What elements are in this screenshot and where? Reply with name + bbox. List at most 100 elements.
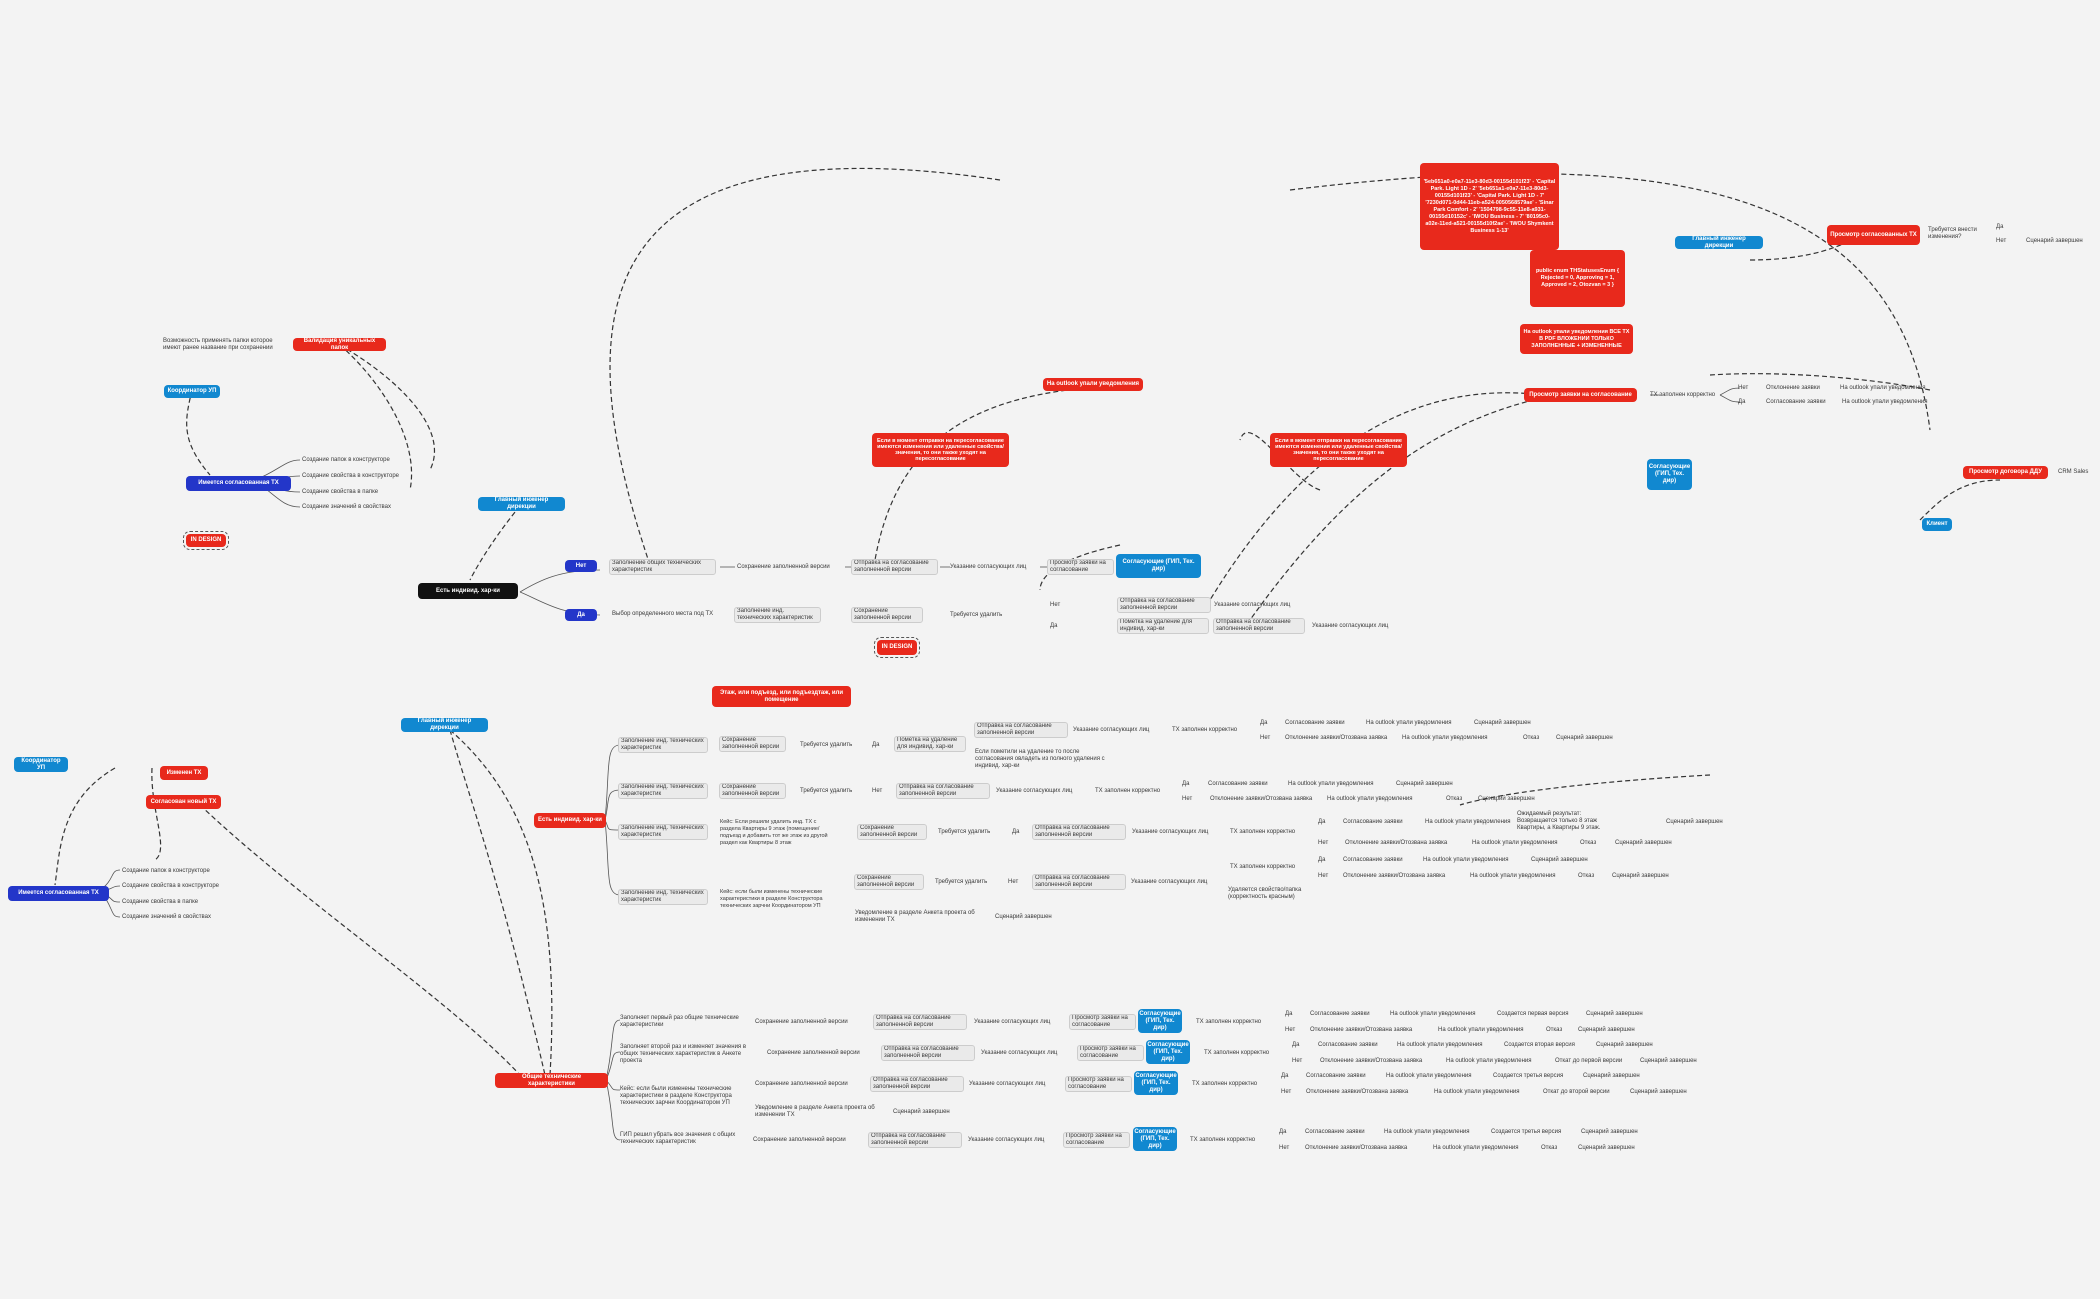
text-scen-zav-2: Сценарий завершен	[1474, 720, 1531, 726]
node-in-design-1[interactable]: IN DESIGN	[183, 531, 229, 550]
node-soglasuyushie-1[interactable]: Согласующие (ГИП, Тех. дир)	[1116, 554, 1201, 578]
node-prosmotr-ddu[interactable]: Просмотр договора ДДУ	[1963, 466, 2048, 479]
node-glavniy-2[interactable]: Главный инженер дирекции	[1675, 236, 1763, 249]
node-outlook-2[interactable]: На outlook упали уведомления ВСЕ ТХ В PD…	[1520, 324, 1633, 354]
node-etazh[interactable]: Этаж, или подъезд, или подъездтаж, или п…	[712, 686, 851, 707]
node-ids[interactable]: '5eb651a0-e0a7-11e3-80d3-00155d101f23' -…	[1420, 163, 1559, 250]
text-otkl-otz-2: Отклонение заявки/Отозвана заявка	[1210, 796, 1313, 802]
node-imeetsa-tx-2[interactable]: Имеется согласованная ТХ	[8, 886, 109, 901]
text-da-2: Да	[1738, 399, 1746, 405]
text-soglasovanie-9: Согласование заявки	[1305, 1129, 1365, 1135]
text-scen-zav-11: Сценарий завершен	[1586, 1011, 1643, 1017]
text-da-10: Да	[1285, 1011, 1293, 1017]
text-da-5: Да	[1260, 720, 1268, 726]
node-est-indiv[interactable]: Есть индивид. хар-ки	[418, 583, 518, 599]
node-soglasuyushie-6[interactable]: Согласующие (ГИП, Тех. дир)	[1133, 1127, 1177, 1151]
text-otkl-otz-8: Отклонение заявки/Отозвана заявка	[1305, 1145, 1408, 1151]
node-obshie[interactable]: Общие технические характеристики	[495, 1073, 608, 1088]
text-keis-reshili: Кейс: Если решили удалить инд. ТХ с разд…	[720, 819, 828, 846]
node-soglasovan[interactable]: Согласован новый ТХ	[146, 795, 221, 809]
text-na-outlook-14: На outlook упали уведомления	[1446, 1058, 1532, 1064]
text-sohr-zapoln: Сохранение заполненной версии	[737, 564, 830, 570]
node-prosmotr-red[interactable]: Просмотр заявки на согласование	[1524, 388, 1637, 402]
text-pometka-2: Пометка на удаление для индивид. хар-ки	[894, 736, 966, 752]
node-koordinator-2[interactable]: Координатор УП	[14, 757, 68, 772]
text-otkl-otz-5: Отклонение заявки/Отозвана заявка	[1310, 1027, 1413, 1033]
text-na-outlook-17: На outlook упали уведомления	[1384, 1129, 1470, 1135]
text-prosmotr-3: Просмотр заявки на согласование	[1065, 1076, 1132, 1092]
node-validacia[interactable]: Валидация уникальных папок	[293, 338, 386, 351]
node-imeetsa-tx[interactable]: Имеется согласованная ТХ	[186, 476, 291, 491]
text-da-12: Да	[1281, 1073, 1289, 1079]
text-da-3: Да	[1996, 224, 2004, 230]
text-net-8: Нет	[1318, 840, 1329, 846]
text-otkl-otz-7: Отклонение заявки/Отозвана заявка	[1306, 1089, 1409, 1095]
text-tx-zapoln-2: ТХ заполнен корректно	[1172, 727, 1238, 733]
text-ozhidaemiy: Ожидаемый результат: Возвращается только…	[1517, 811, 1601, 831]
text-soz-papok: Создание папок в конструкторе	[302, 457, 390, 463]
node-enum[interactable]: public enum THStatusesEnum { Rejected = …	[1530, 250, 1625, 307]
text-na-outlook-18: На outlook упали уведомления	[1433, 1145, 1519, 1151]
text-sohranenie-5: Сохранение заполненной версии	[854, 874, 924, 890]
text-net-12: Нет	[1292, 1058, 1303, 1064]
text-na-outlook-12: На outlook упали уведомления	[1438, 1027, 1524, 1033]
node-soglasuyushie-2[interactable]: Согласующие (ГИП, Тех. дир)	[1647, 459, 1692, 490]
text-zapoln-perv: Заполняет первый раз общие технические х…	[620, 1015, 739, 1028]
node-soglasuyushie-5[interactable]: Согласующие (ГИП, Тех. дир)	[1134, 1071, 1178, 1095]
text-ukazanie-10: Указание согласующих лиц	[969, 1081, 1046, 1087]
node-est-indiv-2[interactable]: Есть индивид. хар-ки	[534, 813, 606, 828]
text-soz-svoistv-2: Создание свойства в конструкторе	[122, 883, 220, 889]
node-koordinator[interactable]: Координатор УП	[164, 385, 220, 398]
node-prosmotr-sogl[interactable]: Просмотр согласованных ТХ	[1827, 225, 1920, 245]
node-izmenen[interactable]: Изменен ТХ	[160, 766, 208, 780]
text-scen-zav-6: Сценарий завершен	[1666, 819, 1723, 825]
node-net[interactable]: Нет	[565, 560, 597, 572]
text-ukazanie-6: Указание согласующих лиц	[1132, 829, 1209, 835]
text-otpravka-11: Отправка на согласование заполненной вер…	[868, 1132, 962, 1148]
node-soglasuyushie-4[interactable]: Согласующие (ГИП, Тех. дир)	[1146, 1040, 1190, 1064]
text-net-10: Нет	[1318, 873, 1329, 879]
text-soglasovanie-5: Согласование заявки	[1343, 857, 1403, 863]
text-net-11: Нет	[1285, 1027, 1296, 1033]
text-uvedomlenie-2: Уведомление в разделе Анкета проекта об …	[755, 1105, 875, 1118]
text-otkaz-2: Отказ	[1446, 796, 1463, 802]
text-na-outlook-10: На outlook упали уведомления	[1470, 873, 1556, 879]
text-na-outlook-16: На outlook упали уведомления	[1434, 1089, 1520, 1095]
text-prosmotr-1: Просмотр заявки на согласование	[1069, 1014, 1136, 1030]
text-scen-zav-10: Сценарий завершен	[995, 914, 1052, 920]
text-na-outlook-1: На outlook упали уведомления	[1840, 385, 1926, 391]
text-net-3: Нет	[1996, 238, 2007, 244]
text-otkat-vtor: Откат до второй версии	[1543, 1089, 1610, 1095]
text-udalyaetsa: Удаляется свойство/папка (корректность к…	[1228, 887, 1302, 900]
text-sohranenie-2: Сохранение заполненной версии	[719, 736, 786, 752]
text-da-6: Да	[1182, 781, 1190, 787]
node-in-design-2[interactable]: IN DESIGN	[874, 637, 920, 658]
node-klient[interactable]: Клиент	[1922, 518, 1952, 531]
node-soglasuyushie-3[interactable]: Согласующие (ГИП, Тех. дир)	[1138, 1009, 1182, 1033]
node-esli-moment-2[interactable]: Если в момент отправки на пересогласован…	[1270, 433, 1407, 467]
text-uvedomlenie-1: Уведомление в разделе Анкета проекта об …	[855, 910, 975, 923]
text-scen-zav-17: Сценарий завершен	[893, 1109, 950, 1115]
text-vybor: Выбор определенного места под ТХ	[612, 611, 714, 617]
node-outlook-1[interactable]: На outlook упали уведомления	[1043, 378, 1143, 391]
text-net-1: Нет	[1050, 602, 1061, 608]
text-na-outlook-7: На outlook упали уведомления	[1425, 819, 1511, 825]
node-glavniy-1[interactable]: Главный инженер дирекции	[478, 497, 565, 511]
text-ukazanie-3: Указание согласующих лиц	[1312, 623, 1389, 629]
node-da[interactable]: Да	[565, 609, 597, 621]
node-glavniy-3[interactable]: Главный инженер дирекции	[401, 718, 488, 732]
text-scen-zav-1: Сценарий завершен	[2026, 238, 2083, 244]
text-otkaz-4: Отказ	[1578, 873, 1595, 879]
text-sohranenie-4: Сохранение заполненной версии	[857, 824, 927, 840]
text-ukazanie-9: Указание согласующих лиц	[981, 1050, 1058, 1056]
text-otpravka-4: Отправка на согласование заполненной вер…	[974, 722, 1068, 738]
text-da-4: Да	[872, 742, 880, 748]
text-soglasovanie-2: Согласование заявки	[1285, 720, 1345, 726]
text-zapoln-ind-4: Заполнение инд. технических характеристи…	[618, 824, 708, 840]
text-zapoln-ind-5: Заполнение инд. технических характеристи…	[618, 889, 708, 905]
node-esli-moment-1[interactable]: Если в момент отправки на пересогласован…	[872, 433, 1009, 467]
text-na-outlook-8: На outlook упали уведомления	[1472, 840, 1558, 846]
text-ukazanie-5: Указание согласующих лиц	[996, 788, 1073, 794]
text-otkl-otz-1: Отклонение заявки/Отозвана заявка	[1285, 735, 1388, 741]
